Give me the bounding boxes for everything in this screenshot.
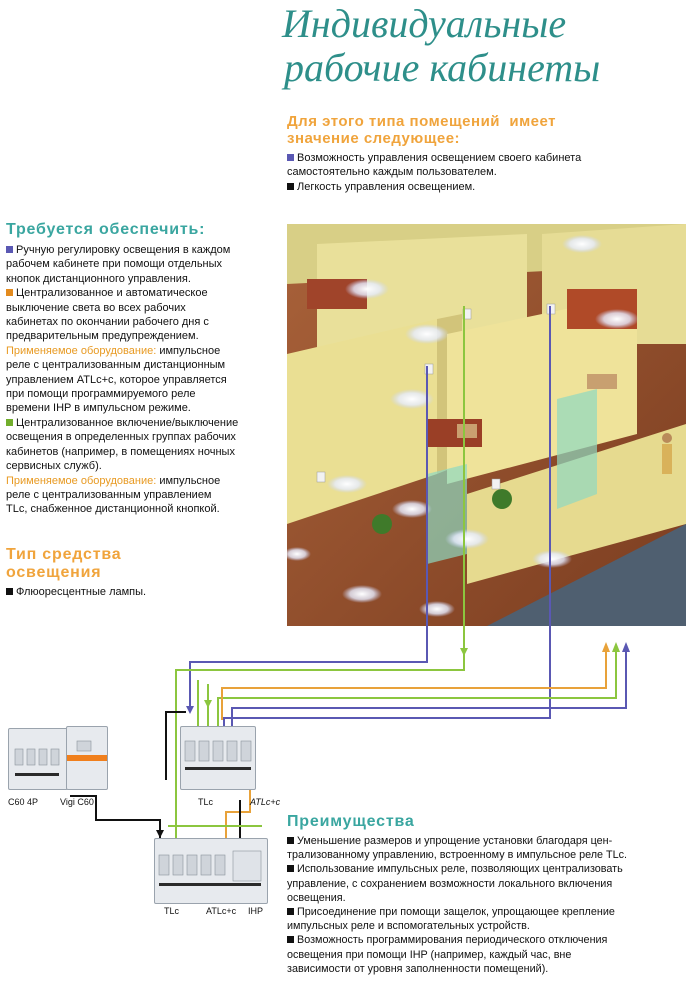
lower-atlc-label: ATLc+c [206, 906, 237, 916]
wire-green [175, 306, 465, 840]
vigi-label: Vigi C60 [60, 797, 94, 807]
bullet-black-icon [287, 936, 294, 944]
advantage-line: освещения при помощи IHP (например, кажд… [287, 948, 572, 961]
advantage-line: освещения. [287, 891, 346, 904]
relay-icon [184, 740, 252, 770]
requirements-section: Требуется обеспечить: Ручную регулировку… [6, 220, 282, 517]
advantage-line: Присоединение при помощи защелок, упроща… [297, 906, 615, 919]
lighting-item-text: Флюоресцентные лампы. [16, 586, 147, 598]
wire-blue [223, 306, 551, 728]
bullet-black-icon [6, 588, 13, 595]
advantage-line: Возможность программирования периодическ… [297, 934, 608, 947]
lighting-heading-line2: освещения [6, 564, 102, 581]
advantage-line: трализованному управлению, встроенному в… [287, 849, 628, 862]
wire-black [165, 711, 186, 780]
req3-equip-line: импульсное [156, 474, 221, 487]
bullet-black-icon [287, 837, 294, 844]
bullet-orange-icon [6, 289, 13, 297]
wire-green [217, 646, 617, 728]
lighting-heading-line1: Тип средства [6, 546, 122, 563]
bullet-black-icon [287, 865, 294, 873]
req3-line: освещения в определенных группах рабочих [6, 431, 236, 444]
room-type-item: Возможность управления освещением своего… [287, 151, 683, 180]
bullet-blue-icon [6, 246, 13, 253]
advantages-heading: Преимущества [287, 813, 415, 830]
lighting-item: Флюоресцентные лампы. [6, 585, 282, 599]
req3-line: кабинетов (например, в помещениях ночных [6, 445, 235, 458]
c60-breaker [8, 728, 68, 790]
req2-line: Централизованное и автоматическое [16, 287, 208, 300]
req3-equip-line: TLc, снабженное дистанционной кнопкой. [6, 503, 220, 516]
advantage-line: Уменьшение размеров и упрощение установк… [297, 835, 613, 847]
page-title-line1: Индивидуальные [282, 1, 567, 46]
room-type-item: Легкость управления освещением. [287, 180, 683, 194]
arrowhead [156, 830, 164, 838]
room-type-heading-line1: Для этого типа помещений имеет [287, 113, 556, 130]
req3-line: сервисных служб). [6, 460, 102, 473]
lower-relay-group [154, 838, 268, 904]
wire-black [70, 795, 161, 838]
arrowhead [622, 642, 630, 652]
req1-line: Ручную регулировку освещения в каждом [16, 244, 231, 256]
room-type-item2-line1: Легкость управления освещением. [297, 180, 476, 193]
req2-equip-line: при помощи программируемого реле [6, 388, 196, 401]
advantage-line: зависимости от уровня заполненности поме… [287, 962, 549, 975]
lighting-heading: Тип средства освещения [6, 546, 282, 582]
lower-tlc-label: TLc [164, 906, 180, 916]
arrowhead [204, 700, 212, 708]
advantages-section: Преимущества Уменьшение размеров и упрощ… [287, 812, 683, 976]
req2-equip-line: управлением ATLc+c, которое управляется [6, 373, 227, 386]
advantage-line: управление, с сохранением возможности ло… [287, 877, 613, 890]
breaker-icon [14, 748, 60, 776]
req1-line: рабочем кабинете при помощи отдельных [6, 258, 223, 271]
ihp-label: IHP [248, 906, 264, 916]
page-title-line2: рабочие кабинеты [284, 45, 601, 90]
req2-line: предварительным предупреждением. [6, 330, 199, 343]
advantage-line: импульсных реле и вспомогательных устрой… [287, 920, 530, 933]
wire-blue [189, 366, 428, 710]
room-type-heading: Для этого типа помещений имеет значение … [287, 113, 683, 147]
room-type-heading-line2: значение следующее: [287, 130, 461, 147]
req2-equip-line: реле с централизованным дистанционным [6, 359, 226, 372]
arrowhead [612, 642, 620, 652]
bullet-black-icon [287, 182, 294, 190]
relay-icon [158, 850, 262, 886]
room-type-item1-line2: самостоятельно каждым пользователем. [287, 166, 497, 179]
bullet-blue-icon [287, 154, 294, 161]
upper-atlc-label: ATLc+c [250, 797, 281, 807]
wire-orange [221, 646, 607, 720]
vigi-icon [67, 740, 107, 761]
upper-relay-group [180, 726, 256, 790]
req2-equip-line: времени IHP в импульсном режиме. [6, 402, 191, 415]
office-illustration [287, 224, 686, 626]
equipment-label: Применяемое оборудование: [6, 344, 157, 357]
requirements-heading: Требуется обеспечить: [6, 221, 206, 238]
req2-equip-line: импульсное [156, 344, 221, 357]
req2-line: выключение света во всех рабочих [6, 301, 186, 314]
arrowhead [602, 642, 610, 652]
lighting-section: Тип средства освещения Флюоресцентные ла… [6, 546, 282, 599]
bullet-green-icon [6, 418, 13, 426]
c60-label: C60 4P [8, 797, 39, 807]
equipment-label: Применяемое оборудование: [6, 474, 157, 487]
bullet-black-icon [287, 908, 294, 916]
advantages-list: Уменьшение размеров и упрощение установк… [287, 834, 683, 976]
room-type-item1-line1: Возможность управления освещением своего… [297, 152, 582, 164]
upper-tlc-label: TLc [198, 797, 214, 807]
office-illustration-svg [287, 224, 686, 626]
arrowhead [186, 706, 194, 714]
advantage-line: Использование импульсных реле, позволяющ… [297, 863, 623, 876]
req2-line: кабинетах по окончании рабочего дня с [6, 316, 209, 329]
arrowhead [460, 648, 468, 656]
vigi-c60-module [66, 726, 108, 790]
req1-line: кнопок дистанционного управления. [6, 272, 191, 285]
page-title: Индивидуальные рабочие кабинеты [282, 2, 682, 90]
requirement-item: Ручную регулировку освещения в каждом ра… [6, 243, 282, 517]
room-type-section: Для этого типа помещений имеет значение … [287, 113, 683, 194]
req3-equip-line: реле с централизованным управлением [6, 488, 212, 501]
req3-line: Централизованное включение/выключение [16, 416, 239, 429]
